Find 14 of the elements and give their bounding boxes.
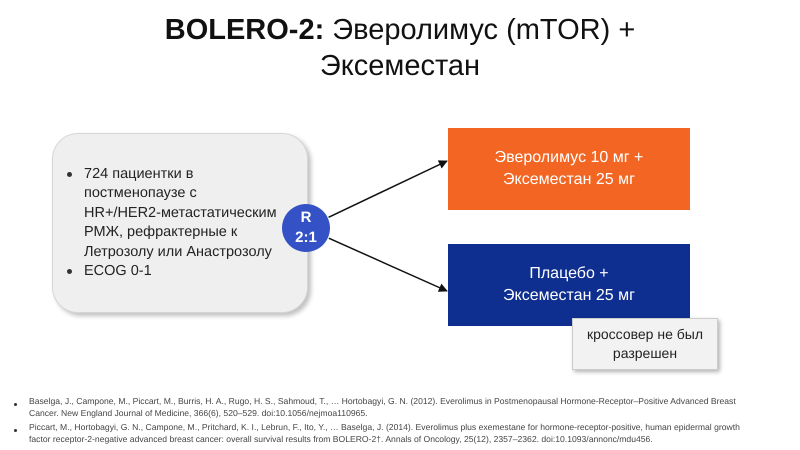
arrow	[328, 160, 448, 218]
treatment-box	[448, 128, 690, 210]
reference-text: Piccart, M., Hortobagyi, G. N., Campone, M., Pritchard, K. I., Lebrun, F., Ito, Y., … Baselga, J. (2014). Everolimus plus exemestane for hormone-receptor-positive, human epidermal growth factor receptor-2-negative advanced breast cancer: overall survival results from BOLERO-2†. Annals of Oncology, 25(12), 2357–2362. doi:10.1093/annonc/mdu456.	[29, 422, 741, 445]
slide-title: BOLERO-2: Эверолимус (mTOR) + Эксеместан	[164, 13, 636, 84]
treatment-box	[448, 244, 690, 326]
arrow	[328, 238, 448, 292]
node-text: кроссовер не был разрешен	[586, 325, 704, 363]
node-text: R 2:1	[294, 208, 318, 248]
bullet-text: ECOG 0-1	[84, 262, 152, 281]
node-text: Эверолимус 10 мг + Эксеместан 25 мг	[494, 148, 644, 190]
reference-text: Baselga, J., Campone, M., Piccart, M., Burris, H. A., Rugo, H. S., Sahmoud, T., … Hortobagyi, G. N. (2012). Everolimus in Postmenopausal Hormone-Receptor–Positive Advanced Breast Cancer. New England Journal of Medicine, 366(6), 520–529. doi:10.1056/nejmoa110965.	[29, 396, 737, 419]
bullet-text: 724 пациентки в постменопаузе с HR+/HER2-метастатическим РМЖ, рефрактерные к Летрозолу или Анастрозолу	[84, 164, 277, 262]
node-text: Плацебо + Эксеместан 25 мг	[502, 264, 636, 306]
note-box	[572, 318, 718, 370]
